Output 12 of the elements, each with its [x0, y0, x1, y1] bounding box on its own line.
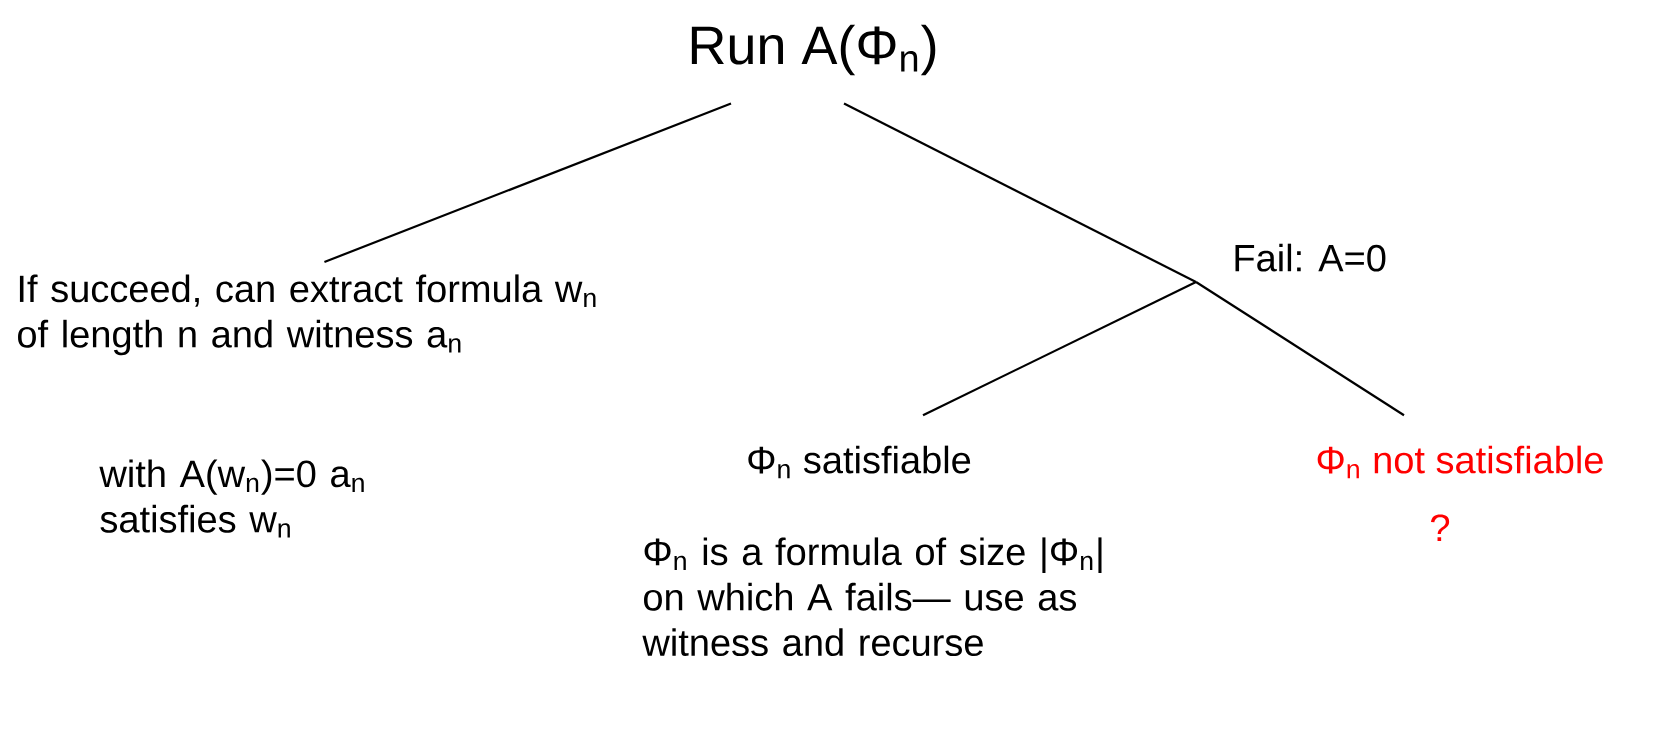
- connector-line: [1195, 281, 1405, 417]
- outcome-text: Φ$_{n}$ satisfiable: [748, 445, 971, 479]
- connector-line: [843, 102, 1197, 283]
- connector-line: [922, 281, 1197, 417]
- heading-text: Run A(Φ$_{n}$): [691, 24, 936, 76]
- outcome-text: Φ$_{n}$ not satisfiable: [1317, 445, 1603, 479]
- note-text: Φ$_{n}$ is a formula of size |Φ$_{n}$| on which A fails— use as witness and recurse: [642, 537, 1102, 657]
- note-text: with A(w$_{n}$)=0 a$_{n}$ satisfies w$_{n}$: [99, 459, 364, 538]
- branch-label: Fail: A=0: [1235, 243, 1386, 272]
- branch-text: If succeed, can extract formula w$_{n}$ of length n and witness a$_{n}$: [18, 274, 596, 356]
- question-mark: ?: [1430, 514, 1450, 541]
- connector-line: [324, 102, 732, 264]
